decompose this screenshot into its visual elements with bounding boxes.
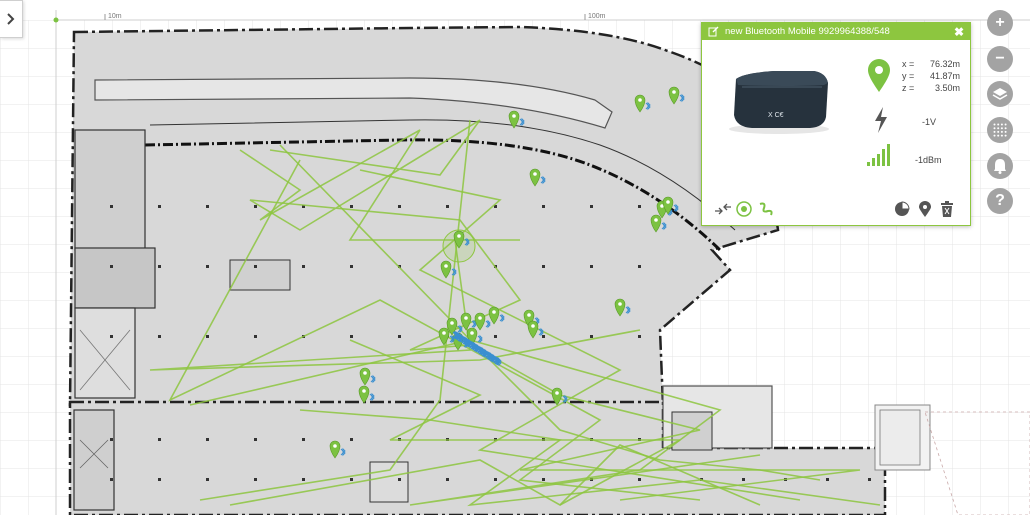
column	[302, 205, 305, 208]
column	[110, 265, 113, 268]
column	[110, 335, 113, 338]
column	[446, 205, 449, 208]
column	[590, 265, 593, 268]
bell-icon	[994, 159, 1006, 174]
close-icon[interactable]: ✖	[953, 24, 964, 39]
column	[302, 265, 305, 268]
column	[742, 478, 745, 481]
zoom-in-button[interactable]: +	[987, 10, 1013, 36]
column	[302, 478, 305, 481]
grid-icon	[993, 123, 1007, 137]
column	[868, 478, 871, 481]
column	[542, 335, 545, 338]
column	[350, 205, 353, 208]
ruler	[53, 10, 1030, 515]
signal-bars-icon	[866, 143, 890, 172]
location-pin-icon	[867, 59, 891, 98]
trail-icon[interactable]	[758, 201, 774, 222]
column	[158, 205, 161, 208]
help-button[interactable]: ?	[987, 188, 1013, 214]
target-icon[interactable]	[736, 201, 752, 222]
zoom-out-button[interactable]: −	[987, 46, 1013, 72]
column	[638, 335, 641, 338]
column	[206, 265, 209, 268]
column	[206, 205, 209, 208]
column	[110, 438, 113, 441]
panel-footer	[702, 195, 970, 225]
column	[350, 335, 353, 338]
column	[254, 478, 257, 481]
device-label: X C€	[768, 112, 784, 119]
grid-button[interactable]	[987, 117, 1013, 143]
help-icon: ?	[995, 192, 1005, 209]
column	[542, 478, 545, 481]
column	[446, 478, 449, 481]
alerts-button[interactable]	[987, 153, 1013, 179]
device-info-panel: new Bluetooth Mobile 9929964388/548 ✖ X …	[701, 22, 971, 226]
column	[638, 265, 641, 268]
column	[158, 335, 161, 338]
column	[254, 438, 257, 441]
pin-icon[interactable]	[918, 201, 932, 222]
column	[494, 335, 497, 338]
column	[254, 335, 257, 338]
column	[398, 335, 401, 338]
expand-sidebar-button[interactable]	[0, 0, 23, 38]
layers-icon	[992, 88, 1008, 100]
column	[110, 478, 113, 481]
column	[350, 478, 353, 481]
column	[398, 205, 401, 208]
column	[206, 335, 209, 338]
signal-value: -1dBm	[915, 155, 942, 165]
column	[254, 205, 257, 208]
column	[158, 478, 161, 481]
pie-chart-icon[interactable]	[894, 201, 910, 222]
layers-button[interactable]	[987, 81, 1013, 107]
panel-header: new Bluetooth Mobile 9929964388/548 ✖	[702, 23, 970, 40]
chevron-right-icon	[7, 13, 15, 25]
lightning-icon	[874, 107, 888, 138]
column	[590, 335, 593, 338]
column	[494, 205, 497, 208]
device-image: X C€	[724, 65, 834, 140]
column	[494, 478, 497, 481]
trash-icon[interactable]	[940, 201, 954, 222]
column	[398, 478, 401, 481]
ruler-label-10m: 10m	[108, 13, 122, 20]
edit-icon[interactable]	[708, 26, 720, 38]
column	[590, 205, 593, 208]
column	[158, 265, 161, 268]
ruler-label-100m: 100m	[588, 13, 606, 20]
column	[158, 438, 161, 441]
column	[542, 265, 545, 268]
column	[206, 478, 209, 481]
column	[110, 205, 113, 208]
column	[542, 205, 545, 208]
merge-icon[interactable]	[714, 202, 732, 221]
column	[350, 438, 353, 441]
column	[826, 478, 829, 481]
column	[350, 265, 353, 268]
battery-value: -1V	[922, 117, 937, 127]
column	[254, 265, 257, 268]
device-title[interactable]: new Bluetooth Mobile 9929964388/548	[725, 26, 890, 37]
column	[302, 438, 305, 441]
column	[638, 205, 641, 208]
column	[206, 438, 209, 441]
column	[638, 478, 641, 481]
